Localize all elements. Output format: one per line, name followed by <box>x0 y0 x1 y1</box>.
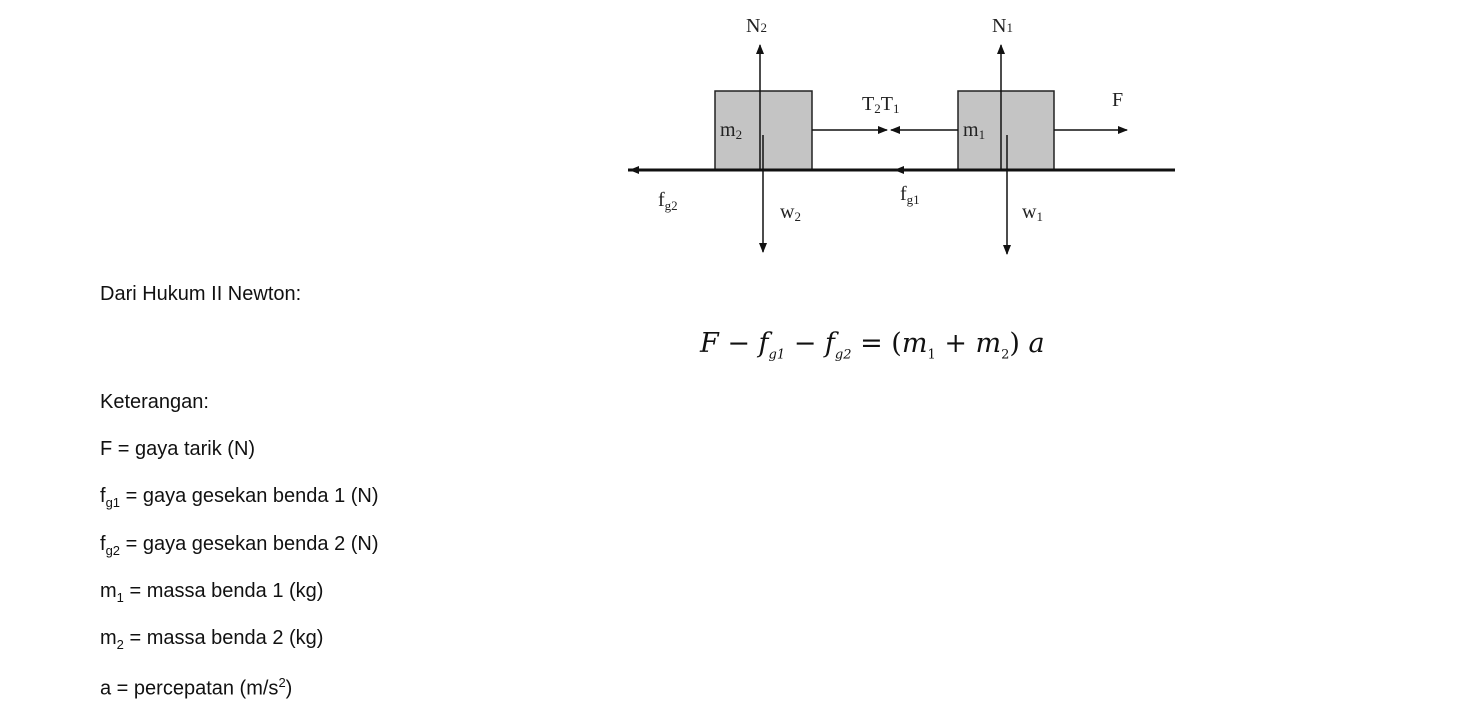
label-T2T1: T2T1 <box>862 93 899 116</box>
legend-title: Keterangan: <box>100 391 209 413</box>
legend-item: fg2 = gaya gesekan benda 2 (N) <box>100 533 379 558</box>
label-w2: w2 <box>780 201 801 224</box>
intro-text: Dari Hukum II Newton: <box>100 283 302 305</box>
equation: F − fg1 − fg2 = (m1 + m2) a <box>700 328 1045 363</box>
legend-item: m2 = massa benda 2 (kg) <box>100 627 324 652</box>
block-m1 <box>957 90 1055 171</box>
label-m1: m1 <box>963 119 985 142</box>
label-w1: w1 <box>1022 201 1043 224</box>
label-fg2: fg2 <box>658 189 678 213</box>
label-m2: m2 <box>720 119 742 142</box>
free-body-diagram: N2 N1 T2T1 F m2 m1 fg2 fg1 w2 w1 <box>628 15 1175 255</box>
label-N2: N2 <box>746 15 767 37</box>
label-N1: N1 <box>992 15 1013 37</box>
label-F: F <box>1112 89 1123 111</box>
legend-item: F = gaya tarik (N) <box>100 438 256 460</box>
legend-item: a = percepatan (m/s2) <box>100 675 293 700</box>
legend-item: fg1 = gaya gesekan benda 1 (N) <box>100 485 379 510</box>
legend-item: m1 = massa benda 1 (kg) <box>100 580 324 605</box>
label-fg1: fg1 <box>900 183 920 207</box>
